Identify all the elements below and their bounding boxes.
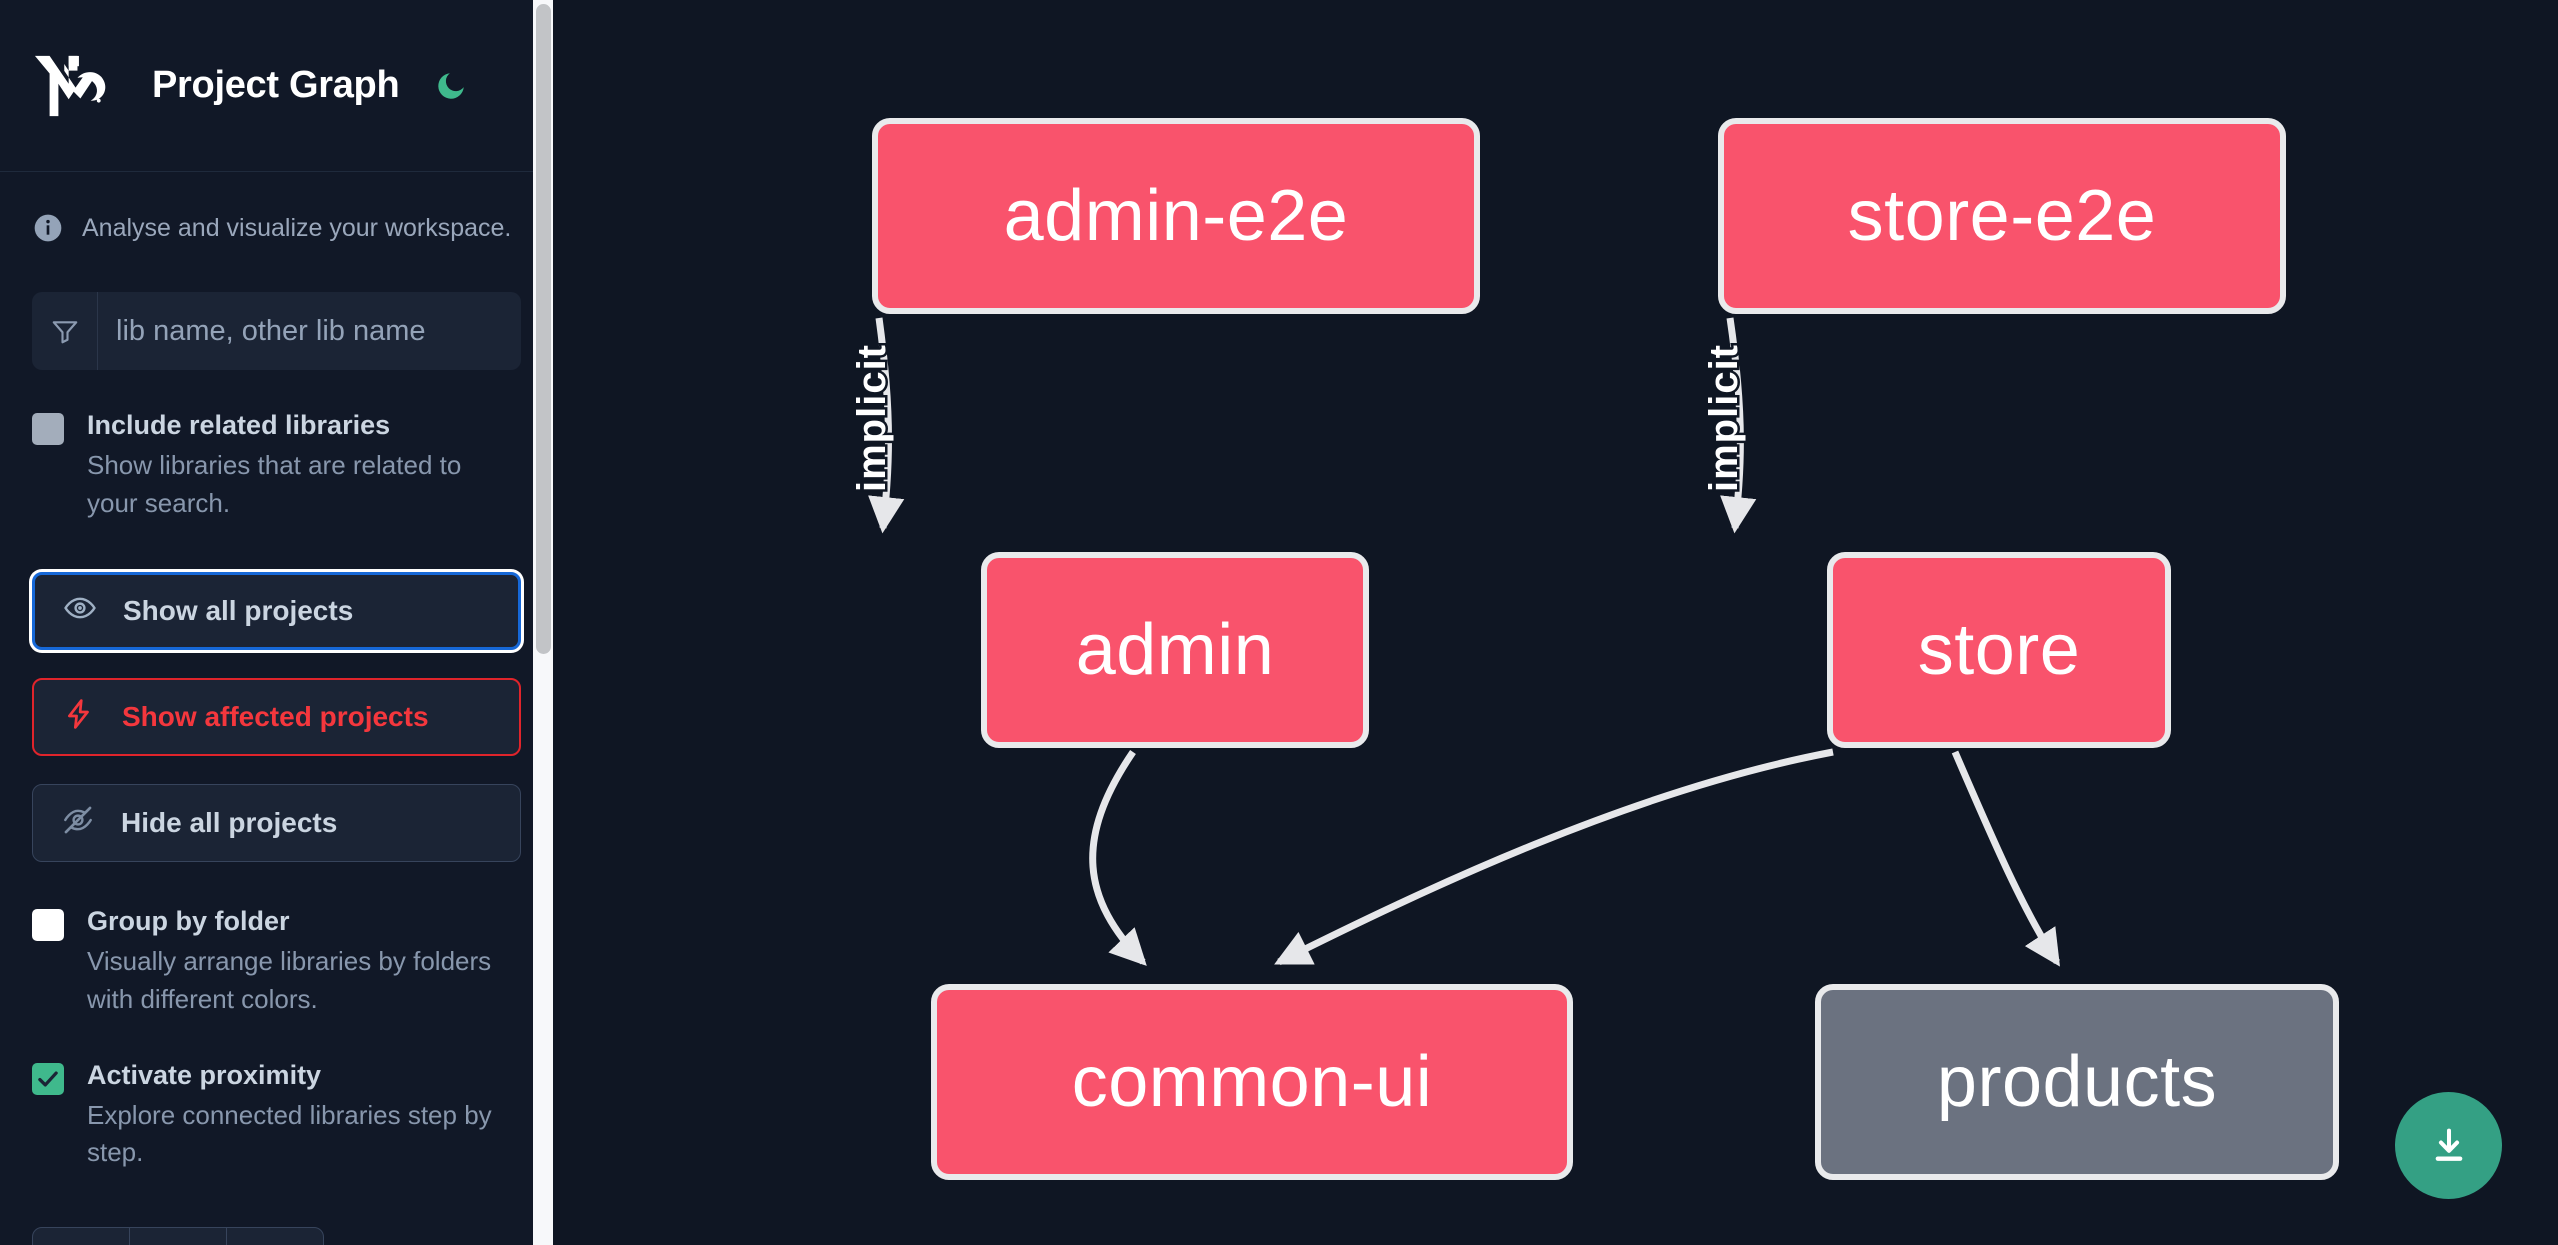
- info-icon: [32, 212, 64, 244]
- button-label: Hide all projects: [121, 806, 338, 838]
- graph-node-label: store: [1917, 610, 2081, 690]
- edge-label-implicit: implicit: [850, 344, 894, 492]
- sidebar-scrollbar-thumb[interactable]: [536, 4, 551, 654]
- option-activate-proximity[interactable]: Activate proximity Explore connected lib…: [32, 1058, 521, 1172]
- nx-logo-icon: [32, 53, 120, 119]
- sidebar-scrollbar[interactable]: [533, 0, 553, 1245]
- graph-node-label: admin-e2e: [1003, 176, 1349, 256]
- sidebar-header: Project Graph: [0, 0, 553, 172]
- edge-store-e2e-store: [1720, 317, 1757, 534]
- option-description: Show libraries that are related to your …: [87, 450, 462, 518]
- graph-node-label: products: [1936, 1042, 2218, 1122]
- page-title: Project Graph: [152, 64, 400, 106]
- graph-node-store[interactable]: store: [1827, 552, 2171, 748]
- download-icon: [2435, 1128, 2462, 1161]
- option-label: Include related libraries: [87, 410, 391, 440]
- graph-node-common-ui[interactable]: common-ui: [931, 984, 1573, 1180]
- graph-canvas[interactable]: implicit implicit admin-e2e store-e2e admi…: [553, 0, 2558, 1245]
- hide-all-projects-button[interactable]: Hide all projects: [32, 783, 521, 862]
- filter-icon: [32, 292, 98, 370]
- graph-node-products[interactable]: products: [1815, 984, 2339, 1180]
- graph-node-label: store-e2e: [1847, 176, 2157, 256]
- option-label: Group by folder: [87, 905, 290, 936]
- option-group-by-folder[interactable]: Group by folder Visually arrange librari…: [32, 904, 521, 1018]
- sidebar-tagline: Analyse and visualize your workspace.: [0, 172, 553, 244]
- graph-node-store-e2e[interactable]: store-e2e: [1718, 118, 2286, 314]
- edge-admin-e2e-admin: [868, 317, 905, 534]
- show-affected-projects-button[interactable]: Show affected projects: [32, 677, 521, 756]
- edge-store-products: [1951, 750, 2060, 967]
- download-button[interactable]: [2395, 1092, 2502, 1199]
- sidebar-body: Include related libraries Show libraries…: [0, 292, 553, 1245]
- eye-icon: [63, 591, 97, 630]
- graph-node-label: admin: [1075, 610, 1275, 690]
- sidebar: Project Graph Analyse and visualize your…: [0, 0, 553, 1245]
- search-field[interactable]: [32, 292, 521, 370]
- edge-store-common-ui: [1274, 748, 1834, 966]
- lightning-icon: [62, 697, 96, 736]
- tagline-text: Analyse and visualize your workspace.: [82, 213, 512, 242]
- graph-node-admin-e2e[interactable]: admin-e2e: [872, 118, 1480, 314]
- segment-option[interactable]: [227, 1228, 323, 1245]
- show-all-projects-button[interactable]: Show all projects: [32, 571, 521, 650]
- visibility-button-group: Show all projects Show affected projects: [32, 571, 521, 862]
- moon-icon[interactable]: [429, 64, 473, 108]
- proximity-segmented-control[interactable]: [32, 1227, 324, 1245]
- graph-node-admin[interactable]: admin: [981, 552, 1369, 748]
- checkbox-activate-proximity[interactable]: [32, 1062, 64, 1095]
- option-description: Explore connected libraries step by step…: [87, 1100, 492, 1168]
- option-description: Visually arrange libraries by folders wi…: [87, 946, 492, 1014]
- button-label: Show all projects: [123, 594, 354, 626]
- segment-option[interactable]: [33, 1228, 130, 1245]
- eye-off-icon: [61, 803, 95, 842]
- button-label: Show affected projects: [122, 700, 429, 732]
- edge-label-implicit: implicit: [1702, 344, 1746, 492]
- segment-option[interactable]: [130, 1228, 227, 1245]
- graph-edges: implicit implicit: [848, 317, 2060, 967]
- option-include-related-libraries[interactable]: Include related libraries Show libraries…: [32, 408, 521, 522]
- edge-admin-common-ui: [1089, 750, 1147, 966]
- graph-node-label: common-ui: [1071, 1042, 1433, 1122]
- checkbox-group-by-folder[interactable]: [32, 908, 64, 941]
- option-label: Activate proximity: [87, 1059, 322, 1090]
- search-input[interactable]: [98, 292, 521, 370]
- checkbox-include-related-libraries[interactable]: [32, 413, 64, 445]
